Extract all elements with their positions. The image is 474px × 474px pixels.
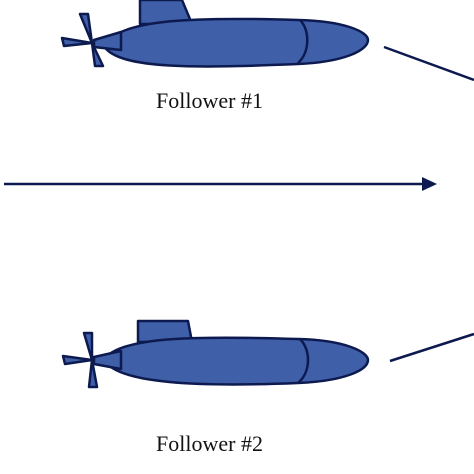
propeller-blade <box>82 331 94 362</box>
propeller-blade <box>60 36 94 48</box>
submarine-icon <box>61 319 370 389</box>
arrow-right-icon <box>4 177 437 191</box>
link-line-follower-1 <box>383 45 474 82</box>
bow-line <box>297 19 309 64</box>
follower-2-label: Follower #2 <box>156 431 263 456</box>
propeller-shaft <box>92 349 123 371</box>
propeller-shaft <box>92 30 123 52</box>
propeller-blade <box>78 12 94 45</box>
propeller-blade <box>90 41 105 68</box>
bow-line <box>297 338 310 384</box>
propeller-blade <box>61 354 94 366</box>
heading-arrow-head <box>422 177 437 191</box>
submarine-icon <box>60 0 370 68</box>
follower-1-label: Follower #1 <box>156 88 263 113</box>
hull <box>102 17 370 68</box>
hull <box>102 336 370 386</box>
link-line-follower-2 <box>389 332 474 363</box>
propeller-blade <box>87 358 99 389</box>
